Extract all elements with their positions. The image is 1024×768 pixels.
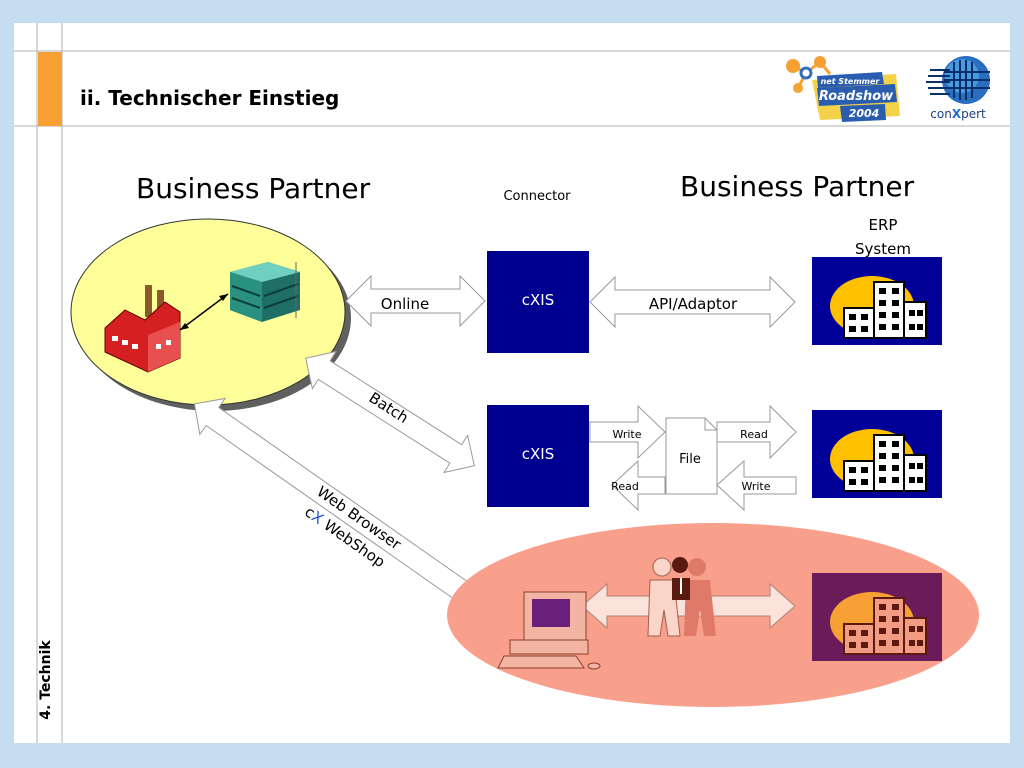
read-arrow-left	[611, 459, 666, 512]
online-arrow	[345, 274, 486, 328]
file-fold	[704, 418, 717, 431]
erp-label-line1: ERP	[869, 216, 898, 234]
file-icon	[665, 417, 718, 495]
link-arrowhead-bottom	[180, 323, 189, 330]
read-right-label: Read	[740, 428, 768, 441]
cxis-box-middle	[487, 405, 589, 507]
left-partner-ellipse	[70, 218, 346, 406]
cxis-top-label: cXIS	[522, 291, 554, 309]
api-adaptor-label: API/Adaptor	[649, 295, 738, 313]
write-arrow-left	[589, 404, 666, 460]
cxis-middle-label: cXIS	[522, 445, 554, 463]
file-label: File	[679, 452, 701, 467]
server-icon	[230, 262, 300, 322]
batch-arrow	[305, 350, 475, 474]
section-label: 4. Technik	[38, 640, 54, 720]
conxpert-globe-icon	[926, 56, 990, 104]
roadshow-logo-line1: net Stemmer	[821, 77, 881, 86]
write-arrow-right	[716, 459, 797, 512]
roadshow-logo	[786, 56, 900, 122]
slide-title: ii. Technischer Einstieg	[80, 86, 339, 110]
read-left-label: Read	[611, 480, 639, 493]
read-arrow-right	[716, 404, 797, 460]
webshop-building-icon	[812, 573, 942, 661]
connector-label: Connector	[503, 189, 571, 204]
factory-icon	[104, 285, 181, 373]
accent-bar	[38, 52, 62, 126]
roadshow-logo-line3: 2004	[849, 107, 880, 120]
computer-icon	[497, 591, 601, 670]
online-label: Online	[381, 295, 429, 313]
write-left-label: Write	[612, 428, 641, 441]
roadshow-logo-line2: Roadshow	[819, 89, 894, 104]
link-arrowhead-top	[219, 294, 228, 301]
api-adaptor-arrow	[589, 275, 796, 329]
cxis-box-top	[487, 251, 589, 353]
business-partner-left-label: Business Partner	[136, 172, 371, 205]
factory-server-link	[179, 293, 229, 331]
erp-label-line2: System	[855, 240, 911, 258]
business-partner-right-label: Business Partner	[680, 170, 915, 203]
erp-building-top-icon	[812, 257, 942, 345]
people-icon	[647, 557, 716, 637]
write-right-label: Write	[741, 480, 770, 493]
erp-building-middle-icon	[812, 410, 942, 498]
conxpert-logo-text: conXpert	[930, 107, 986, 121]
